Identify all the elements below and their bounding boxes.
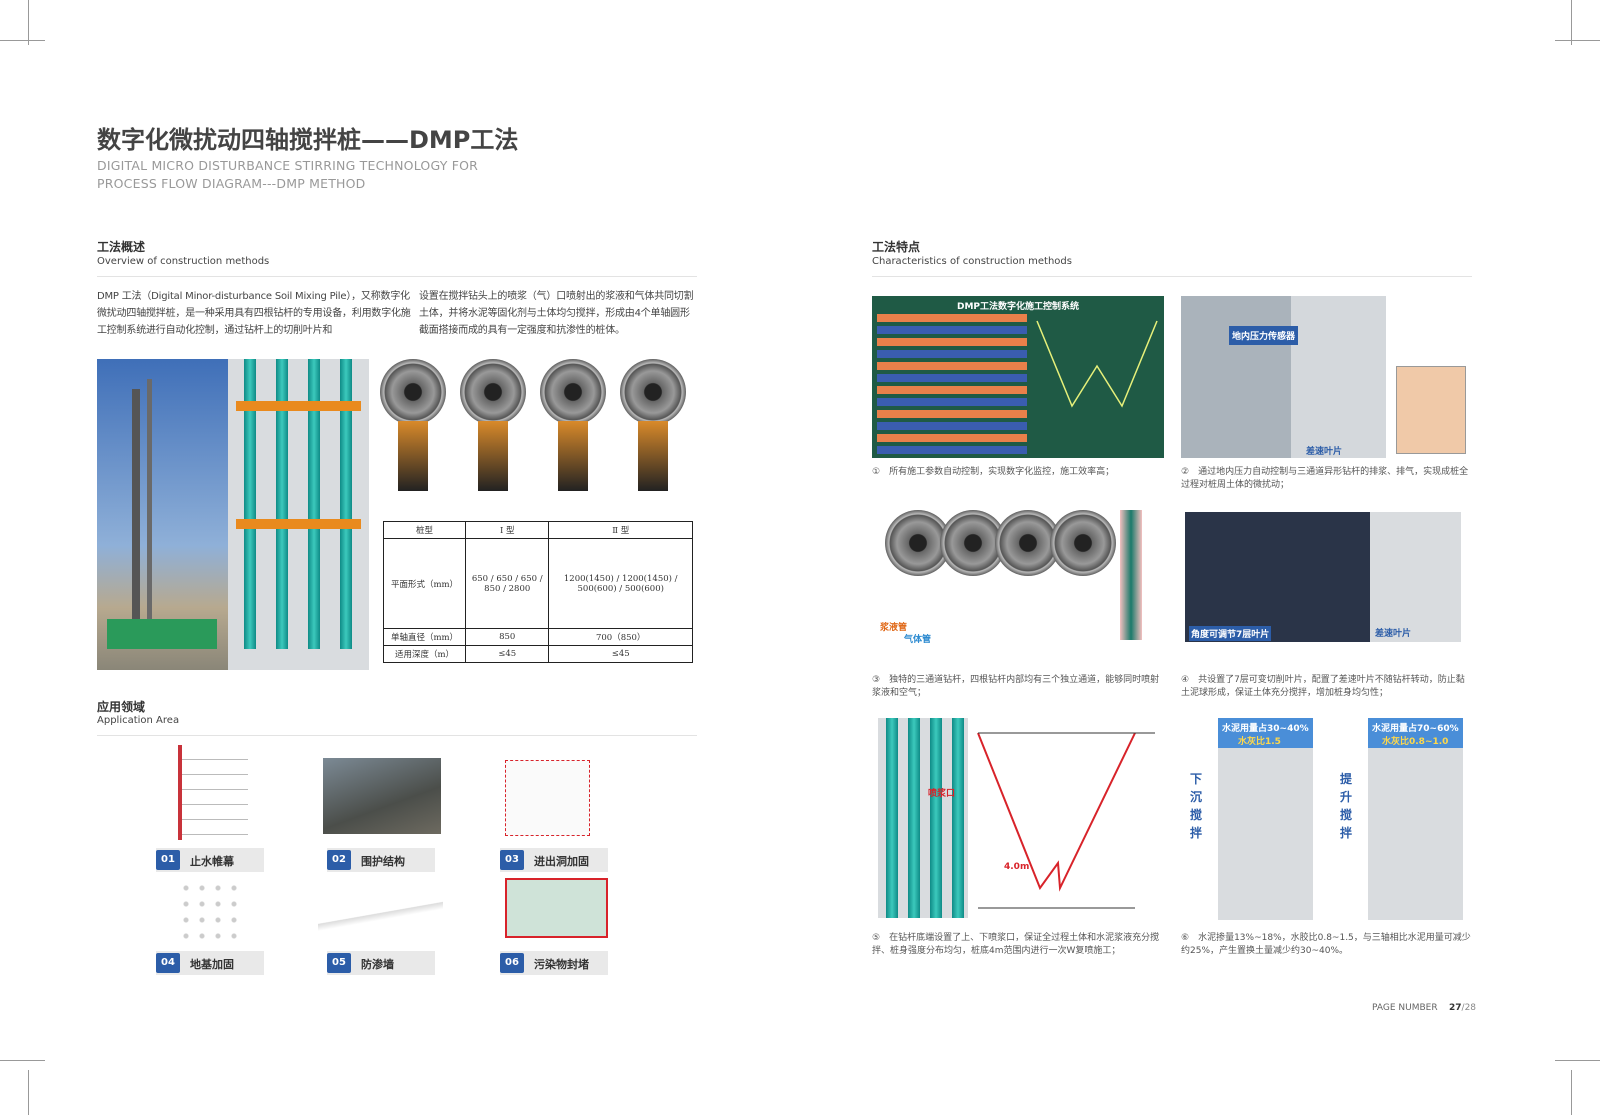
page-subtitle: PROCESS FLOW DIAGRAM---DMP METHOD <box>97 176 366 191</box>
crop-mark <box>1571 0 1572 45</box>
divider <box>97 735 697 736</box>
slurry-pipe-label: 浆液管 <box>880 623 908 633</box>
down-mix-label: 下沉搅拌 <box>1190 772 1203 840</box>
feature-caption-3: ③ 独特的三通道钻杆，四根钻杆内部均有三个独立通道，能够同时喷射浆液和空气； <box>872 675 1160 698</box>
item-number: 05 <box>327 953 351 973</box>
page-title: 数字化微扰动四轴搅拌桩——DMP工法 <box>97 126 519 154</box>
feature-caption-2: ② 通过地内压力自动控制与三通道异形钻杆的排浆、排气，实现成桩全过程对桩周土体的… <box>1181 467 1469 490</box>
application-image-seepage <box>318 885 443 940</box>
item-number: 04 <box>156 953 180 973</box>
spec-header: 桩型 <box>383 521 466 539</box>
spec-value: 700（850） <box>548 628 693 646</box>
spec-label: 适用深度（m） <box>383 645 466 663</box>
total-pages: /28 <box>1461 1003 1477 1013</box>
item-label: 防渗墙 <box>361 958 394 971</box>
item-number: 06 <box>500 953 524 973</box>
feature-caption-4: ④ 共设置了7层可变切削叶片，配置了差速叶片不随钻杆转动，防止黏土泥球形成，保证… <box>1181 675 1465 698</box>
sensor-label: 地内压力传感器 <box>1229 326 1299 345</box>
application-item-04: 04 地基加固 <box>156 951 264 975</box>
nozzle-label: 喷浆口 <box>928 789 956 799</box>
drilling-rig-photo <box>97 359 228 670</box>
application-heading-en: Application Area <box>97 715 180 726</box>
wc-ratio-label: 水灰比1.5 <box>1238 737 1281 747</box>
item-number: 03 <box>500 850 524 870</box>
crop-mark <box>0 40 45 41</box>
page-number: 27/28 <box>1449 1003 1476 1013</box>
spec-header: Ⅰ 型 <box>464 521 550 539</box>
up-mix-label: 提升搅拌 <box>1340 772 1353 840</box>
pressure-chart-icon <box>1036 320 1158 408</box>
application-item-03: 03 进出洞加固 <box>500 848 608 872</box>
item-label: 围护结构 <box>361 855 405 868</box>
spec-header: Ⅱ 型 <box>548 521 693 539</box>
application-item-02: 02 围护结构 <box>327 848 435 872</box>
control-screen-title: DMP工法数字化施工控制系统 <box>956 302 1080 312</box>
crop-mark <box>1571 1070 1572 1115</box>
drill-heads-render <box>378 359 696 491</box>
cutting-blades-render: 角度可调节7层叶片 差速叶片 <box>1185 512 1461 642</box>
nozzle-render: 喷浆口 <box>878 718 968 918</box>
overview-paragraph: DMP 工法（Digital Minor-disturbance Soil Mi… <box>97 291 411 336</box>
spec-value: ≤45 <box>464 645 550 663</box>
overview-heading-en: Overview of construction methods <box>97 256 270 267</box>
crop-mark <box>28 0 29 45</box>
pressure-sensor-render: 地内压力传感器 差速叶片 <box>1181 296 1468 458</box>
sink-mixing-render: 水泥用量占30~40% 水灰比1.5 <box>1218 718 1313 920</box>
application-image-waterproof <box>178 745 248 840</box>
overview-heading: 工法概述 <box>97 240 146 254</box>
feature-caption-5: ⑤ 在钻杆底端设置了上、下喷浆口，保证全过程土体和水泥浆液充分搅拌、桩身强度分布… <box>872 933 1160 956</box>
spec-value: 850 <box>464 628 550 646</box>
application-image-retaining <box>323 758 441 834</box>
spec-value: ≤45 <box>548 645 693 663</box>
gas-pipe-label: 气体管 <box>904 635 932 645</box>
drill-rods-render <box>228 359 369 670</box>
crop-mark <box>1555 40 1600 41</box>
application-item-06: 06 污染物封堵 <box>500 951 608 975</box>
overview-paragraph: 设置在搅拌钻头上的喷浆（气）口喷射出的浆液和气体共同切割土体，并将水泥等固化剂与… <box>419 291 694 336</box>
crop-mark <box>1555 1060 1600 1061</box>
item-label: 地基加固 <box>190 958 234 971</box>
blades-label: 角度可调节7层叶片 <box>1189 626 1272 641</box>
current-page: 27 <box>1449 1003 1462 1013</box>
feature-caption-1: ① 所有施工参数自动控制，实现数字化监控，施工效率高； <box>872 467 1115 477</box>
three-channel-drill-render: 浆液管 气体管 <box>880 510 1150 650</box>
depth-label: 4.0m <box>1004 862 1030 872</box>
item-label: 进出洞加固 <box>534 855 589 868</box>
application-item-05: 05 防渗墙 <box>327 951 435 975</box>
spec-plan-type2: 1200(1450) / 1200(1450) / 500(600) / 500… <box>548 538 693 629</box>
divider <box>872 276 1472 277</box>
features-heading: 工法特点 <box>872 240 921 254</box>
application-item-01: 01 止水帷幕 <box>156 848 264 872</box>
features-heading-en: Characteristics of construction methods <box>872 256 1072 267</box>
divider <box>97 276 697 277</box>
feature-caption-6: ⑥ 水泥掺量13%~18%，水胶比0.8~1.5，与三轴相比水泥用量可减少约25… <box>1181 933 1471 956</box>
diff-blade-label: 差速叶片 <box>1306 447 1343 457</box>
item-number: 01 <box>156 850 180 870</box>
w-spray-diagram <box>977 732 1155 909</box>
item-label: 止水帷幕 <box>190 855 234 868</box>
crop-mark <box>0 1060 45 1061</box>
spec-plan-type1: 650 / 650 / 650 / 850 / 2800 <box>464 538 550 629</box>
application-image-tunnel <box>505 760 590 836</box>
spec-label: 单轴直径（mm） <box>383 628 466 646</box>
spec-label: 平面形式（mm） <box>383 538 466 629</box>
control-system-screenshot: DMP工法数字化施工控制系统 <box>872 296 1164 458</box>
page-subtitle: DIGITAL MICRO DISTURBANCE STIRRING TECHN… <box>97 158 479 173</box>
crop-mark <box>28 1070 29 1115</box>
wc-ratio-label: 水灰比0.8~1.0 <box>1382 737 1449 747</box>
diff-blade-label: 差速叶片 <box>1375 629 1412 639</box>
item-number: 02 <box>327 850 351 870</box>
lift-mixing-render: 水泥用量占70~60% 水灰比0.8~1.0 <box>1368 718 1463 920</box>
page-number-label: PAGE NUMBER <box>1372 1003 1438 1013</box>
application-image-pollution <box>505 878 608 938</box>
application-image-foundation <box>178 880 243 940</box>
cement-ratio-label: 水泥用量占70~60% <box>1372 724 1459 734</box>
item-label: 污染物封堵 <box>534 958 589 971</box>
cement-ratio-label: 水泥用量占30~40% <box>1222 724 1309 734</box>
application-heading: 应用领域 <box>97 700 146 714</box>
